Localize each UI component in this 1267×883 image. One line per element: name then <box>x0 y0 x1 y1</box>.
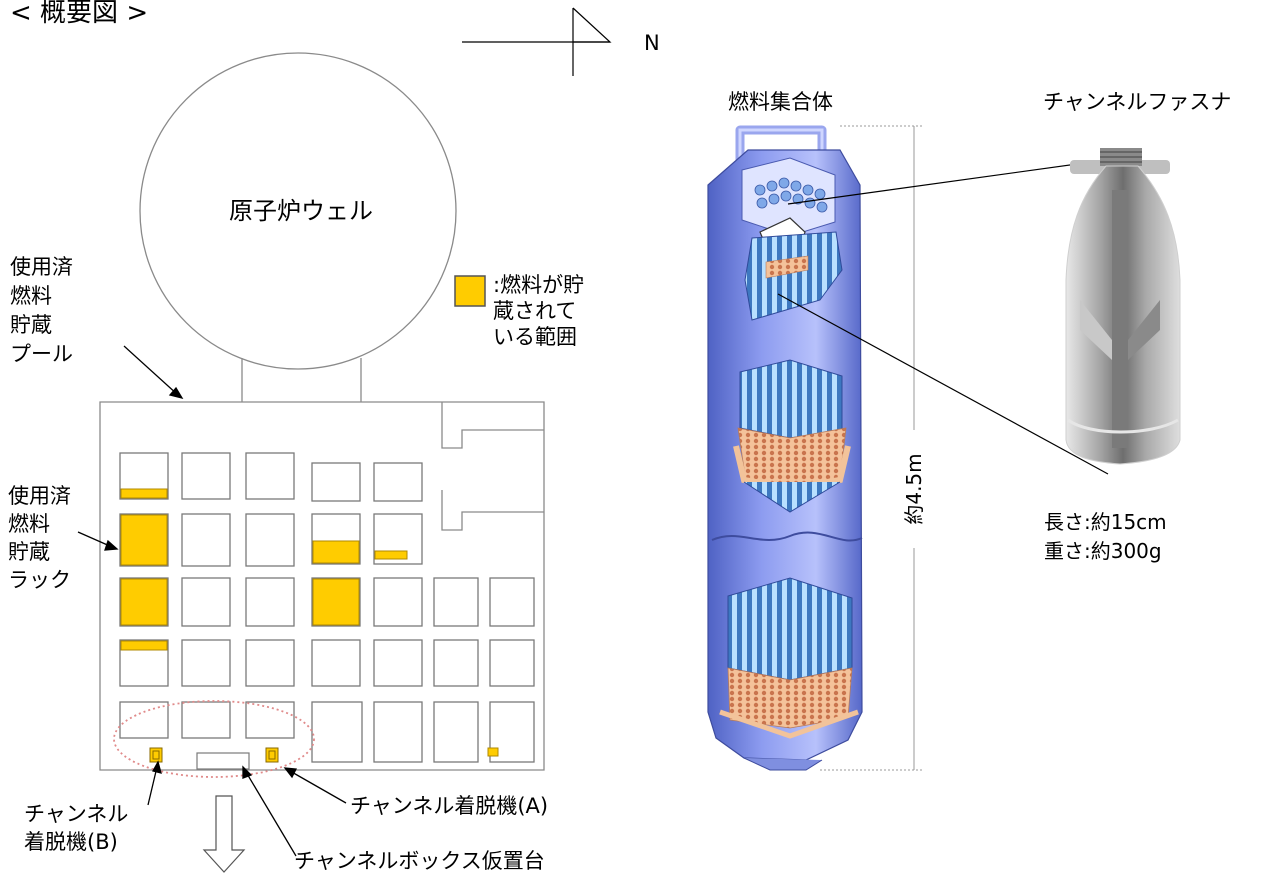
fuel-assembly-label: 燃料集合体 <box>728 90 833 114</box>
channel-box-stand-icon <box>196 752 250 770</box>
fastener-leader-lines <box>777 159 1109 475</box>
channel-detacher-b-icon <box>149 747 163 763</box>
reactor-well-label: 原子炉ウェル <box>229 197 373 225</box>
compass-icon <box>462 7 612 76</box>
channel-detacher-a-label: チャンネル着脱機(A) <box>350 794 549 818</box>
channel-box-stand-label: チャンネルボックス仮置台 <box>294 849 545 873</box>
work-area-highlight <box>113 700 315 778</box>
fastener-weight-label: 重さ:約300g <box>1044 539 1162 563</box>
spent-fuel-pool-label: 使用済 燃料 貯蔵 プール <box>10 255 73 366</box>
channel-fastener-label: チャンネルファスナ <box>1043 90 1232 114</box>
channel-fastener-illustration <box>1065 148 1181 465</box>
channel-detacher-a-icon <box>265 747 279 763</box>
channel-detacher-b-label: チャンネル 着脱機(B) <box>24 802 129 854</box>
height-dimension-line <box>820 125 922 771</box>
spent-fuel-rack-grid <box>119 452 535 763</box>
compass-north-label: N <box>644 31 660 55</box>
fuel-assembly-illustration <box>707 125 863 771</box>
fastener-length-label: 長さ:約15cm <box>1044 510 1167 534</box>
page-title: < 概要図 > <box>10 0 149 28</box>
assembly-height-label: 約4.5m <box>902 453 926 525</box>
leader-arrows <box>77 345 347 857</box>
down-arrow-icon <box>202 795 246 873</box>
fuel-stored-regions <box>120 488 499 757</box>
reactor-well <box>139 52 457 402</box>
legend-fuel-swatch <box>454 275 486 307</box>
spent-fuel-rack-label: 使用済 燃料 貯蔵 ラック <box>8 484 71 592</box>
spent-fuel-pool-outline <box>99 401 545 771</box>
legend-fuel-stored-label: :燃料が貯 蔵されて いる範囲 <box>493 273 585 349</box>
